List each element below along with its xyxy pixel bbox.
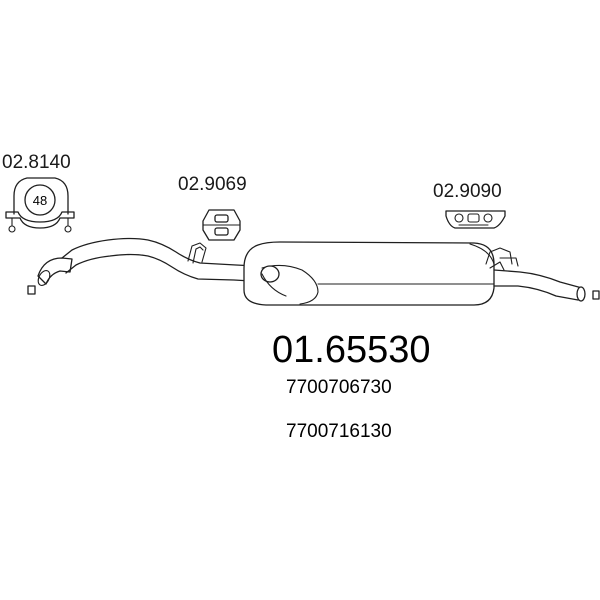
- rear-hanger-icon: [445, 210, 506, 229]
- clamp-size-label: 48: [33, 193, 47, 208]
- front-hanger-part-number: 02.9069: [178, 174, 247, 195]
- rear-hanger-part-number: 02.9090: [433, 181, 502, 202]
- oem-number-1: 7700706730: [286, 377, 392, 398]
- clamp-part-number: 02.8140: [2, 152, 71, 173]
- oem-number-2: 7700716130: [286, 421, 392, 442]
- clamp-icon: [5, 177, 75, 233]
- rear-silencer-assembly: [27, 237, 600, 306]
- rubber-hanger-icon: [202, 209, 241, 241]
- main-part-number: 01.65530: [272, 329, 431, 371]
